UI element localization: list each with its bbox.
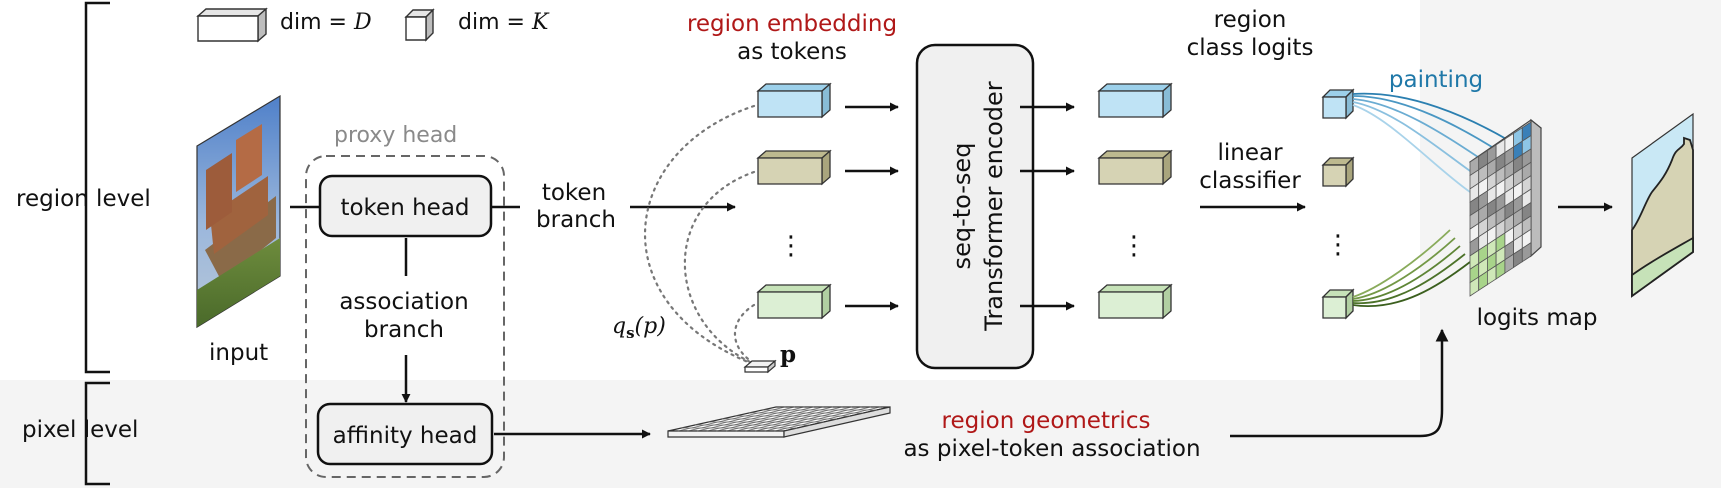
legend-dim-k-prefix: dim =: [458, 10, 532, 35]
legend-dim-d-prefix: dim =: [280, 10, 354, 35]
class-logit-n: [1321, 288, 1355, 320]
painting-curves-green: [1352, 229, 1471, 307]
token-embedding-1: [756, 82, 832, 119]
pixel-token-association-grid: [667, 406, 891, 438]
affinity-head-box: [316, 402, 494, 466]
logits-map-grid: [1469, 121, 1532, 297]
pixel-cell-icon: [743, 359, 777, 374]
query-arcs: [644, 104, 756, 364]
class-logits-title-1: region: [1214, 7, 1287, 33]
affinity-head-label: affinity head: [333, 423, 478, 449]
transformer-encoder-box: [915, 43, 1035, 370]
proxy-head-label: proxy head: [334, 123, 457, 148]
legend-dim-k-cube-icon: [404, 8, 435, 42]
token-ellipsis-2: ⋮: [1121, 231, 1147, 261]
logits-map: [1469, 118, 1542, 297]
pixel-level-bracket: [84, 381, 110, 486]
query-label: q: [612, 314, 626, 339]
logits-map-label: logits map: [1477, 305, 1598, 331]
legend-dim-d-symbol: D: [353, 10, 372, 35]
encoder-label-2: Transformer encoder: [980, 81, 1008, 331]
region-level-bracket: [84, 1, 110, 374]
token-ellipsis-1: ⋮: [778, 231, 804, 261]
pixel-label: p: [780, 341, 796, 368]
input-label: input: [209, 340, 268, 366]
region-level-label: region level: [16, 186, 151, 212]
painting-label: painting: [1389, 67, 1483, 93]
svg-text:qs(p): qs(p): [612, 314, 666, 342]
segmentation-output-image: [1631, 112, 1694, 298]
query-subscript: s: [626, 324, 634, 342]
class-logits-title-2: class logits: [1187, 35, 1314, 61]
legend-dim-d-cuboid-icon: [196, 7, 268, 43]
encoder-label-1: seq-to-seq: [948, 143, 976, 270]
class-logit-2: [1321, 156, 1355, 188]
svg-text:dim = D: dim = D: [280, 10, 372, 35]
classifier-label-1: linear: [1217, 140, 1283, 166]
token-embedding-n: [756, 283, 832, 320]
region-geometrics-title: region geometrics: [942, 408, 1151, 434]
encoded-token-1: [1097, 82, 1173, 119]
pixel-grid-lines: [677, 406, 881, 432]
token-embedding-2: [756, 149, 832, 186]
association-branch-label-2: branch: [364, 317, 444, 343]
region-geometrics-subtitle: as pixel-token association: [903, 436, 1200, 462]
region-embedding-title: region embedding: [687, 11, 897, 37]
classifier-label-2: classifier: [1199, 168, 1301, 194]
encoded-token-2: [1097, 149, 1173, 186]
legend-dim-k-symbol: K: [531, 10, 550, 35]
token-head-label: token head: [340, 195, 469, 221]
class-logit-1: [1321, 88, 1355, 120]
input-image: [196, 94, 281, 329]
association-branch-label-1: association: [339, 289, 468, 315]
token-branch-label-1: token: [542, 180, 606, 206]
token-branch-label-2: branch: [536, 207, 616, 233]
svg-text:dim = K: dim = K: [458, 10, 550, 35]
painting-curves-blue: [1352, 92, 1509, 193]
logits-map-cell: [1521, 121, 1532, 142]
region-embedding-subtitle: as tokens: [737, 39, 847, 65]
token-ellipsis-3: ⋮: [1325, 230, 1351, 260]
proxy-head-group: [305, 155, 505, 478]
query-arg: (p): [635, 314, 666, 339]
geometrics-to-logits-arrow: [1230, 328, 1449, 438]
pixel-level-label: pixel level: [22, 417, 138, 443]
encoded-token-n: [1097, 283, 1173, 320]
